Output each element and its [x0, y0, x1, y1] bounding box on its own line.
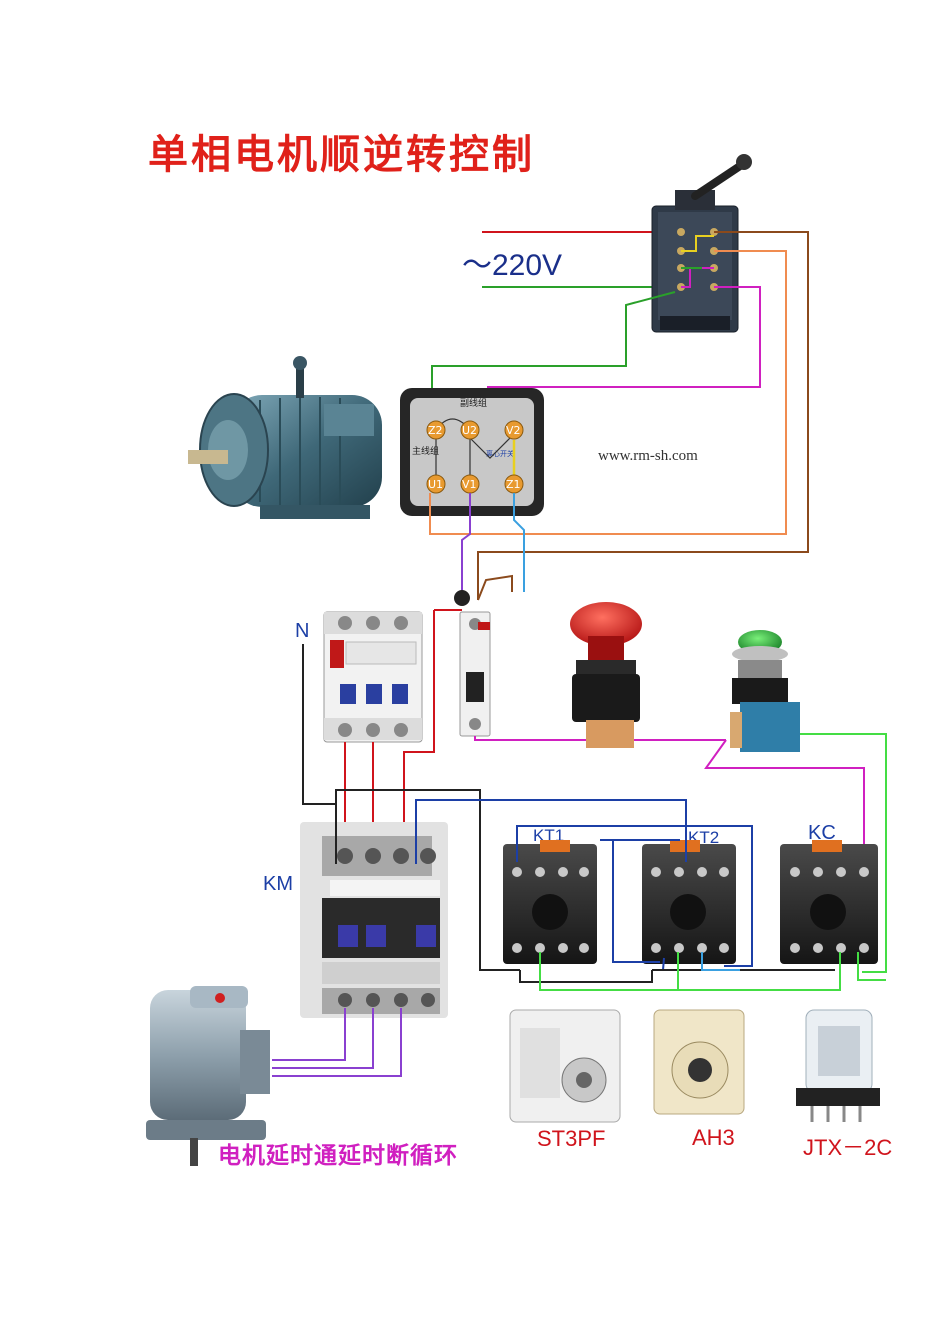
- terminal-box-outputs: [429, 493, 525, 598]
- breaker-3p[interactable]: [323, 611, 423, 743]
- stop-button[interactable]: [570, 602, 642, 748]
- relay-kc[interactable]: [780, 840, 878, 964]
- website-label: www.rm-sh.com: [598, 448, 698, 464]
- relay-kt2[interactable]: [642, 840, 736, 964]
- neutral-label: N: [295, 620, 310, 642]
- product-st3pf: [509, 1009, 621, 1123]
- main-winding-label: 主线组: [412, 445, 439, 457]
- wire-ctrl-magenta: [474, 736, 586, 741]
- product-label-jtx2c: JTX－2C: [803, 1135, 893, 1160]
- wire-ctrl-green: [800, 733, 887, 973]
- reversing-switch[interactable]: [651, 154, 752, 333]
- centrifugal-switch-label: 离心开关: [486, 449, 514, 458]
- motor-bottom: [146, 986, 270, 1166]
- diagram-title: 单相电机顺逆转控制: [148, 132, 535, 178]
- supply-wires: [482, 231, 680, 288]
- terminal-v1: V1: [462, 478, 477, 491]
- cable-gland: [454, 574, 513, 606]
- terminal-u2: U2: [462, 424, 477, 437]
- relay-kt1[interactable]: [503, 840, 597, 964]
- km-label: KM: [263, 873, 293, 895]
- wire-l-red: [403, 610, 435, 856]
- contactor-km[interactable]: [300, 822, 448, 1018]
- switch-jumpers: [681, 235, 714, 288]
- switch-lever: [691, 162, 744, 200]
- relay-wiring: [335, 789, 886, 991]
- motor-output-wires: [272, 1008, 402, 1077]
- terminal-box: 副线组 主线组 离心开关 Z2 U2 V2 U1 V1 Z1: [400, 388, 544, 516]
- motor-top: [188, 356, 382, 519]
- start-button[interactable]: [730, 630, 800, 752]
- terminal-z1: Z1: [506, 478, 521, 491]
- terminal-u1: U1: [428, 478, 443, 491]
- product-ah3: [653, 1009, 745, 1115]
- terminal-z2: Z2: [428, 424, 443, 437]
- product-jtx2c: [796, 1009, 880, 1122]
- product-label-ah3: AH3: [692, 1125, 735, 1150]
- terminal-v2: V2: [506, 424, 521, 437]
- voltage-label: ～220V: [462, 249, 563, 282]
- kc-label: KC: [808, 822, 836, 844]
- product-label-st3pf: ST3PF: [537, 1126, 606, 1151]
- terminal-box-header: 副线组: [460, 397, 487, 409]
- breaker-1p[interactable]: [459, 611, 491, 737]
- bottom-title: 电机延时通延时断循环: [218, 1143, 458, 1169]
